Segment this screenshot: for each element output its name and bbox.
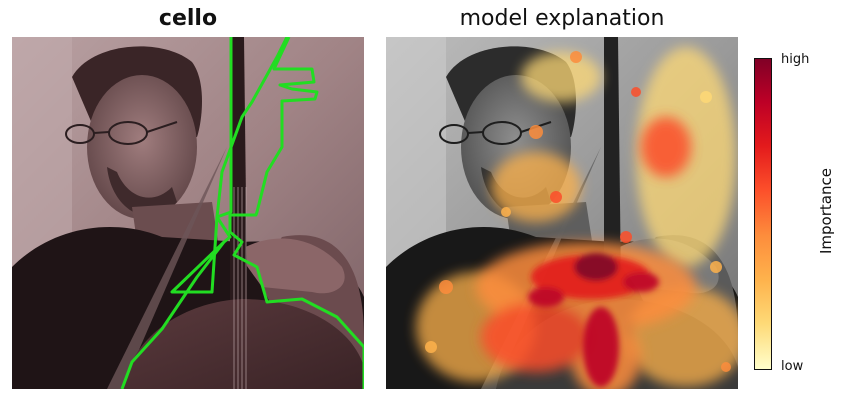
original-image-panel — [12, 37, 364, 389]
colorbar-high-label: high — [781, 52, 810, 67]
colorbar-axis-label: Importance — [817, 168, 835, 254]
explanation-panel — [386, 37, 738, 389]
cello-outline — [120, 37, 364, 389]
original-photo — [12, 37, 364, 389]
explanation-title: model explanation — [459, 6, 665, 31]
colorbar-gradient — [754, 58, 772, 370]
explanation-heatmap — [386, 37, 738, 389]
colorbar-low-label: low — [781, 359, 804, 374]
importance-colorbar — [754, 58, 772, 370]
original-image-title: cello — [158, 6, 218, 31]
